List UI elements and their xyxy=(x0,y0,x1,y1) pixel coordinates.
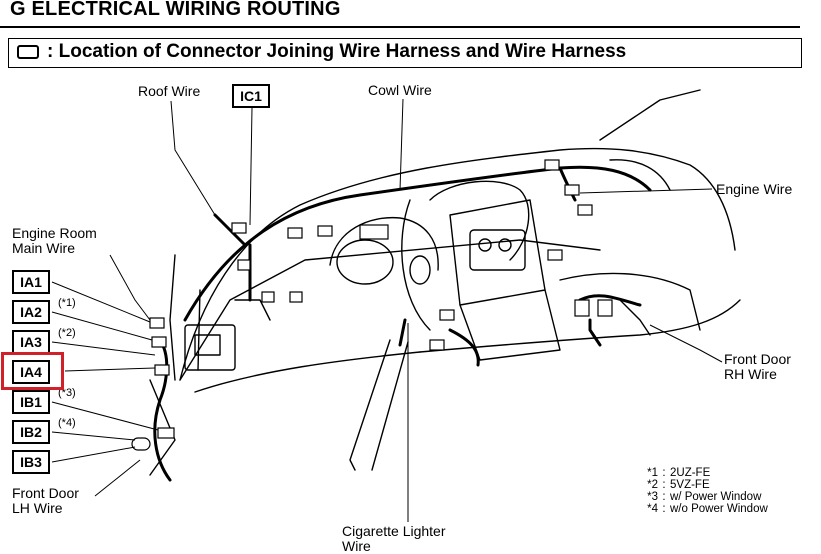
legend-text: 2UZ-FE xyxy=(670,467,711,479)
note-ia3: (*2) xyxy=(58,327,76,339)
connector-ib1: IB1 xyxy=(12,390,50,414)
legend: *1 : 2UZ-FE *2 : 5VZ-FE *3 : w/ Power Wi… xyxy=(628,467,768,515)
legend-key: *3 xyxy=(647,491,658,503)
note-ib2: (*4) xyxy=(58,417,76,429)
legend-text: 5VZ-FE xyxy=(670,479,710,491)
legend-colon: : xyxy=(662,491,666,503)
connector-ib2: IB2 xyxy=(12,420,50,444)
legend-row: *1 : 2UZ-FE xyxy=(628,467,768,479)
subtitle-box: : Location of Connector Joining Wire Har… xyxy=(8,38,802,68)
connector-ia2: IA2 xyxy=(12,300,50,324)
connector-ib3: IB3 xyxy=(12,450,50,474)
engine-room-label-line2: Main Wire xyxy=(12,240,76,256)
note-ib1: (*3) xyxy=(58,387,76,399)
subtitle-text: : Location of Connector Joining Wire Har… xyxy=(47,41,627,62)
highlight-ia4-box xyxy=(1,352,64,390)
front-door-rh-label-line2: RH Wire xyxy=(724,366,777,382)
legend-key: *1 xyxy=(647,467,658,479)
legend-key: *4 xyxy=(647,503,658,515)
cowl-wire-label: Cowl Wire xyxy=(368,82,432,98)
legend-text: w/o Power Window xyxy=(670,503,768,515)
connector-ic1: IC1 xyxy=(232,84,270,108)
title-rule xyxy=(0,26,800,28)
front-door-rh-label-line1: Front Door xyxy=(724,351,791,367)
connector-symbol-icon xyxy=(17,45,39,59)
legend-colon: : xyxy=(662,479,666,491)
section-title: G ELECTRICAL WIRING ROUTING xyxy=(10,0,341,20)
connector-ia4: IA4 xyxy=(12,360,50,384)
connector-ia3: IA3 xyxy=(12,330,50,354)
legend-text: w/ Power Window xyxy=(670,491,762,503)
connector-ia1: IA1 xyxy=(12,270,50,294)
cigarette-lighter-label-line1: Cigarette Lighter xyxy=(342,523,446,539)
engine-wire-label: Engine Wire xyxy=(716,181,793,197)
legend-row: *2 : 5VZ-FE xyxy=(628,479,768,491)
roof-wire-label: Roof Wire xyxy=(138,83,201,99)
legend-row: *3 : w/ Power Window xyxy=(628,491,768,503)
legend-colon: : xyxy=(662,503,666,515)
legend-row: *4 : w/o Power Window xyxy=(628,503,768,515)
front-door-lh-label-line2: LH Wire xyxy=(12,500,63,516)
legend-colon: : xyxy=(662,467,666,479)
legend-key: *2 xyxy=(647,479,658,491)
engine-room-label-line1: Engine Room xyxy=(12,225,97,241)
note-ia2: (*1) xyxy=(58,297,76,309)
front-door-lh-label-line1: Front Door xyxy=(12,485,79,501)
